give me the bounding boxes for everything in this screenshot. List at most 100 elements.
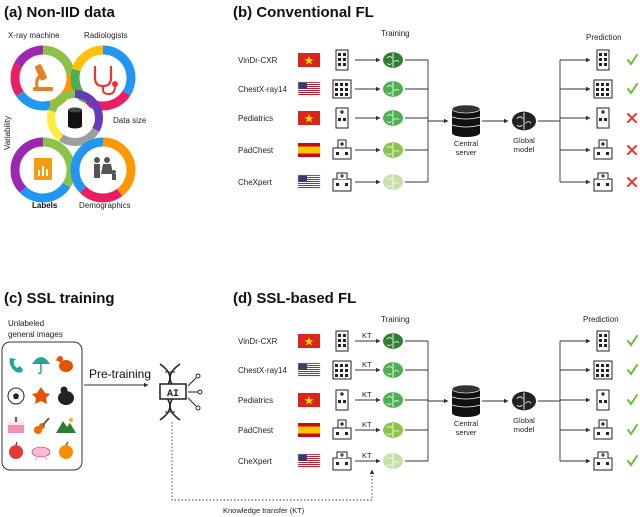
gorilla-icon	[58, 386, 74, 405]
panel-b: (b) Conventional FL Training Prediction …	[233, 4, 638, 192]
prediction-hospital-icon-4	[593, 451, 613, 471]
global-model-brain-icon	[512, 111, 536, 131]
client-label-1: ChestX-ray14	[238, 366, 287, 375]
cross-icon	[627, 177, 637, 187]
vietnam-flag-icon	[298, 111, 320, 125]
local-model-brain-icon-1	[383, 81, 403, 97]
panel-b-title: (b) Conventional FL	[233, 4, 374, 21]
usa-flag-icon	[297, 362, 321, 378]
client-label-4: CheXpert	[238, 457, 273, 466]
panel-c-title: (c) SSL training	[4, 290, 115, 307]
panel-b-prediction-label: Prediction	[586, 33, 622, 42]
central-server-label-2: server	[456, 428, 477, 437]
image-collection-box	[1, 341, 83, 471]
hospital-icon-2	[335, 389, 349, 411]
cake-icon	[8, 417, 24, 433]
orange-icon	[59, 441, 73, 459]
local-model-brain-icon-3	[383, 142, 403, 158]
report-icon	[34, 158, 52, 180]
hospital-icon-3	[332, 139, 352, 160]
prediction-hospital-icon-2	[596, 107, 610, 129]
ai-text: AI	[167, 389, 179, 400]
panel-a-title: (a) Non-IID data	[4, 4, 115, 21]
prediction-hospital-icon-3	[593, 419, 613, 440]
central-server-icon	[451, 384, 481, 417]
local-model-brain-icon-2	[383, 392, 403, 408]
ai-dna-icon: AI	[158, 363, 203, 421]
spain-flag-icon	[298, 423, 320, 437]
chicken-icon	[55, 356, 73, 372]
cross-icon	[627, 145, 637, 155]
mountain-icon	[56, 418, 76, 433]
data-size-label: Data size	[113, 116, 147, 125]
local-model-brain-icon-2	[383, 110, 403, 126]
local-model-brain-icon-3	[383, 422, 403, 438]
global-model-label-2: model	[514, 425, 535, 434]
global-model-label-1: Global	[513, 416, 535, 425]
client-label-0: VinDr-CXR	[238, 337, 278, 346]
xray-machine-label: X-ray machine	[8, 31, 60, 40]
central-server-icon	[451, 104, 481, 137]
central-server-label-1: Central	[454, 419, 479, 428]
local-model-brain-icon-4	[383, 174, 403, 190]
client-label-2: Pediatrics	[238, 396, 273, 405]
client-label-3: PadChest	[238, 426, 274, 435]
panel-d-client-rows: VinDr-CXRKTChestX-ray14KTPediatricsKTPad…	[238, 330, 638, 471]
kt-label-3: KT	[362, 420, 372, 429]
prediction-hospital-icon-0	[596, 330, 610, 352]
kt-label-1: KT	[362, 360, 372, 369]
global-model-brain-icon	[512, 391, 536, 411]
hospital-icon-1	[332, 360, 352, 380]
unlabeled-line1: Unlabeled	[8, 319, 44, 328]
check-icon	[627, 455, 638, 467]
hospital-icon-4	[332, 172, 352, 192]
hospital-icon-3	[332, 419, 352, 440]
pretraining-label: Pre-training	[89, 367, 151, 381]
panel-d-prediction-label: Prediction	[583, 315, 619, 324]
variability-label: Variability	[3, 116, 12, 150]
panel-d: (d) SSL-based FL Training Prediction Vin…	[233, 290, 638, 471]
panel-d-training-label: Training	[381, 315, 410, 324]
panel-b-training-label: Training	[381, 29, 410, 38]
soccer-ball-icon	[7, 387, 25, 405]
vietnam-flag-icon	[298, 393, 320, 407]
labels-label: Labels	[32, 201, 58, 210]
panel-a: (a) Non-IID data X-ray machine Radiologi…	[3, 4, 147, 210]
phone-icon	[9, 358, 23, 373]
local-model-brain-icon-0	[383, 52, 403, 68]
stethoscope-icon	[93, 66, 118, 96]
unlabeled-line2: general images	[8, 330, 63, 339]
client-label-3: PadChest	[238, 146, 274, 155]
usa-flag-icon	[297, 81, 321, 97]
check-icon	[627, 335, 638, 347]
panel-d-title: (d) SSL-based FL	[233, 290, 356, 307]
client-label-4: CheXpert	[238, 178, 273, 187]
hospital-icon-0	[335, 49, 349, 71]
global-model-label-2: model	[514, 145, 535, 154]
knowledge-transfer-path	[171, 422, 375, 501]
check-icon	[627, 394, 638, 406]
radiologists-label: Radiologists	[84, 31, 128, 40]
umbrella-icon	[32, 357, 50, 375]
hospital-icon-4	[332, 451, 352, 471]
prediction-hospital-icon-1	[593, 79, 613, 99]
panel-c: (c) SSL training Unlabeled general image…	[1, 290, 375, 515]
central-server-label-1: Central	[454, 139, 479, 148]
check-icon	[627, 54, 638, 66]
panel-b-client-rows: VinDr-CXRChestX-ray14PediatricsPadChestC…	[238, 49, 638, 192]
local-model-brain-icon-0	[383, 333, 403, 349]
client-label-2: Pediatrics	[238, 114, 273, 123]
prediction-hospital-icon-2	[596, 389, 610, 411]
client-label-0: VinDr-CXR	[238, 56, 278, 65]
prediction-hospital-icon-0	[596, 49, 610, 71]
hospital-icon-1	[332, 79, 352, 99]
global-model-label-1: Global	[513, 136, 535, 145]
usa-flag-icon	[297, 174, 321, 190]
hospital-icon-2	[335, 107, 349, 129]
leaf-icon	[32, 387, 50, 404]
vietnam-flag-icon	[298, 334, 320, 348]
guitar-icon	[34, 417, 50, 434]
radiologists-ring	[70, 45, 136, 111]
knowledge-transfer-label: Knowledge transfer (KT)	[223, 506, 305, 515]
